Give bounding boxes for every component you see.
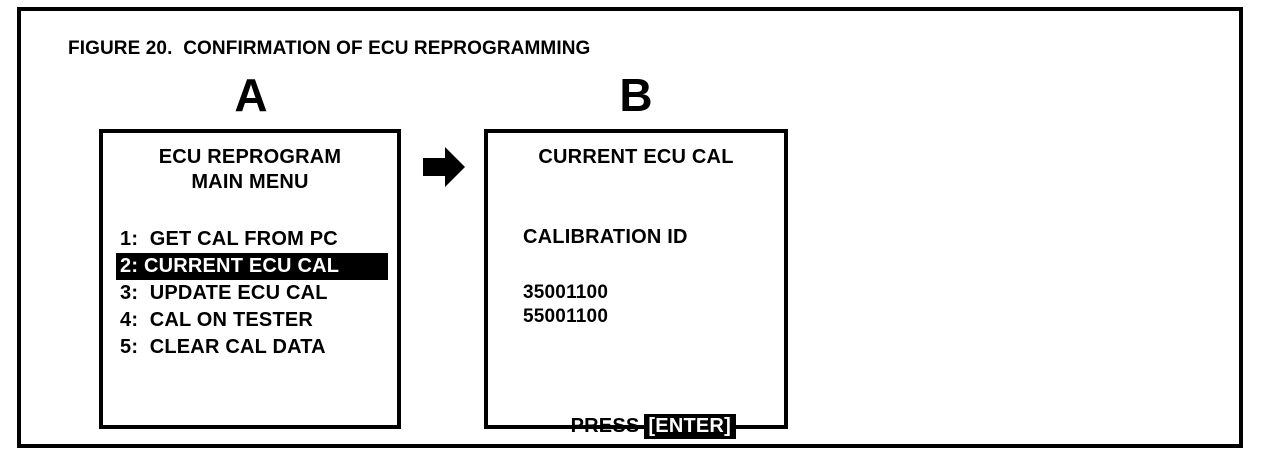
menu-item-current-ecu-cal[interactable]: 2: CURRENT ECU CAL	[116, 253, 388, 280]
screen-b-heading: CURRENT ECU CAL	[538, 146, 734, 168]
panel-label-a: A	[234, 69, 268, 121]
menu-item-cal-on-tester[interactable]: 4: CAL ON TESTER	[120, 309, 314, 331]
screen-a-heading-line-1: ECU REPROGRAM	[158, 146, 342, 168]
flow-arrow-right-icon	[423, 147, 465, 187]
menu-item-clear-cal-data[interactable]: 5: CLEAR CAL DATA	[120, 336, 326, 358]
calibration-id-value: 35001100	[523, 282, 609, 303]
panel-label-b: B	[619, 69, 653, 121]
calibration-id-value: 55001100	[523, 306, 609, 327]
main-menu-list: 1: GET CAL FROM PC 2: CURRENT ECU CAL 3:…	[116, 226, 388, 361]
press-enter-prompt: PRESS[ENTER]	[488, 389, 784, 464]
menu-item-get-cal-from-pc[interactable]: 1: GET CAL FROM PC	[120, 228, 338, 250]
screen-panel-a: ECU REPROGRAM MAIN MENU 1: GET CAL FROM …	[99, 129, 401, 429]
press-enter-label: PRESS	[570, 415, 640, 437]
calibration-id-label: CALIBRATION ID	[523, 226, 688, 248]
enter-key-highlight[interactable]: [ENTER]	[644, 414, 736, 439]
screen-panel-b: CURRENT ECU CAL CALIBRATION ID 35001100 …	[484, 129, 788, 439]
screen-a-heading: ECU REPROGRAM MAIN MENU	[103, 145, 397, 195]
figure-title: FIGURE 20. CONFIRMATION OF ECU REPROGRAM…	[68, 38, 591, 59]
figure-frame: FIGURE 20. CONFIRMATION OF ECU REPROGRAM…	[17, 7, 1243, 448]
calibration-id-value-list: 35001100 55001100	[523, 281, 608, 329]
screen-a-heading-line-2: MAIN MENU	[191, 171, 309, 193]
menu-item-update-ecu-cal[interactable]: 3: UPDATE ECU CAL	[120, 282, 328, 304]
